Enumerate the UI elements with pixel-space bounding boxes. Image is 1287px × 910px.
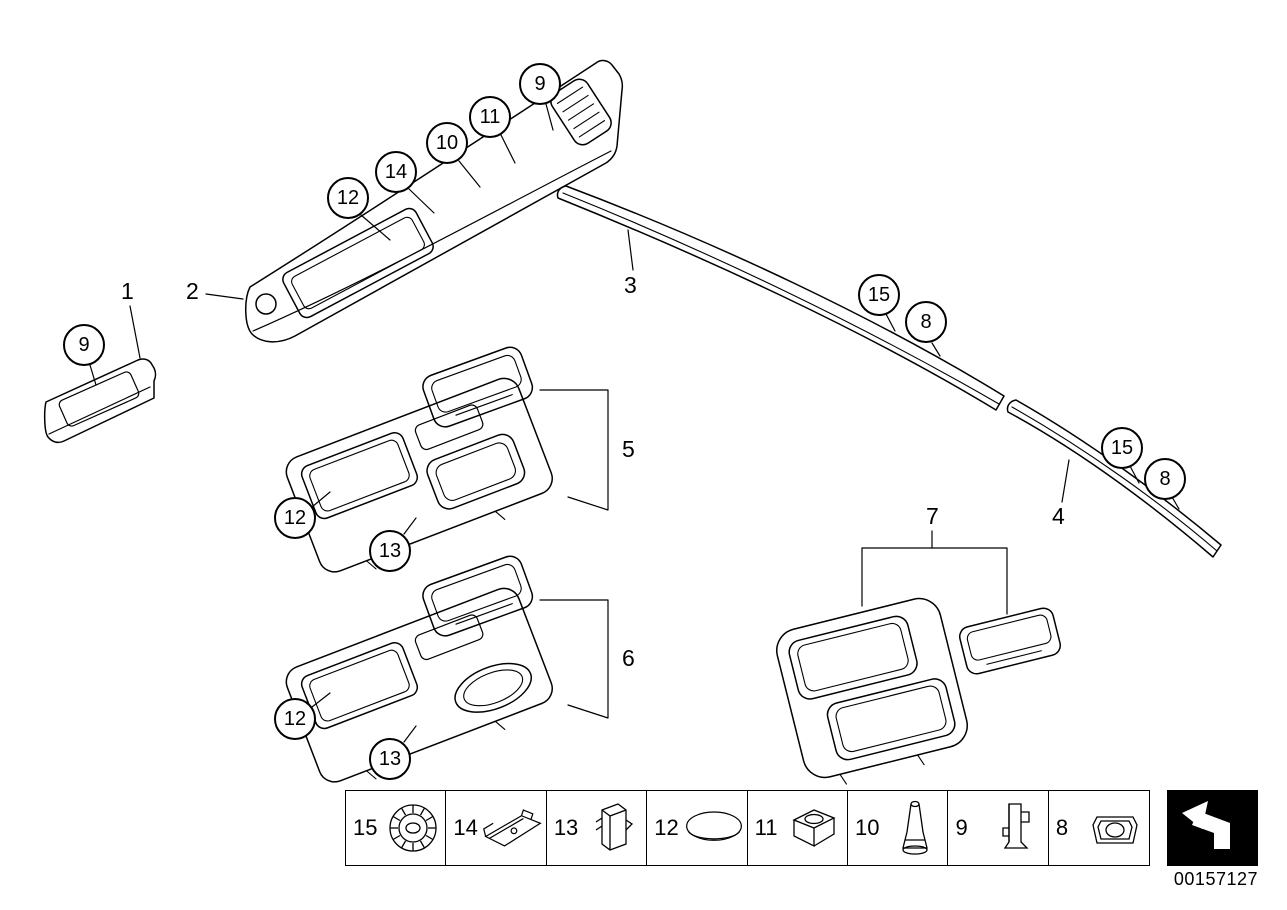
- callout-10-dashboard[interactable]: 10: [426, 122, 468, 164]
- callout-12-console-5[interactable]: 12: [274, 497, 316, 539]
- callout-number: 13: [378, 747, 402, 770]
- bracket-part-7: [861, 530, 1008, 615]
- callout-number: 13: [378, 539, 402, 562]
- callout-8-strip-3[interactable]: 8: [905, 301, 947, 343]
- part-7-lid-drawing: [958, 607, 1062, 675]
- part-label-5[interactable]: 5: [622, 436, 635, 462]
- bracket-part-6: [539, 599, 609, 719]
- callout-9-dashboard[interactable]: 9: [519, 63, 561, 105]
- callout-number: 15: [867, 283, 891, 306]
- part-3-strip-drawing: [556, 185, 1005, 411]
- part-4-strip-drawing: [1006, 399, 1222, 558]
- legend-number: 10: [855, 815, 880, 840]
- callout-number: 15: [1110, 436, 1134, 459]
- nav-arrow-button[interactable]: [1167, 790, 1258, 866]
- legend-item-14[interactable]: 14: [445, 790, 548, 866]
- callout-15-strip-3[interactable]: 15: [858, 274, 900, 316]
- callout-number: 8: [920, 310, 932, 333]
- legend-number: 14: [453, 815, 478, 840]
- bracket-part-5: [539, 389, 609, 511]
- callout-number: 12: [283, 707, 307, 730]
- part-label-7[interactable]: 7: [926, 503, 939, 529]
- part-5-panel-drawing: [285, 377, 553, 573]
- callout-8-strip-4[interactable]: 8: [1144, 458, 1186, 500]
- cage-nut-icon: [781, 802, 848, 854]
- part-label-1[interactable]: 1: [121, 278, 134, 304]
- callout-12-console-6[interactable]: 12: [274, 698, 316, 740]
- legend-number: 15: [353, 815, 378, 840]
- callout-number: 10: [435, 131, 459, 154]
- callout-13-console-6[interactable]: 13: [369, 738, 411, 780]
- callout-number: 14: [384, 160, 408, 183]
- legend-number: 8: [1055, 815, 1069, 840]
- legend-item-8[interactable]: 8: [1047, 790, 1150, 866]
- mounting-bracket-icon: [479, 803, 546, 853]
- legend-item-13[interactable]: 13: [545, 790, 648, 866]
- callout-9-left-trim[interactable]: 9: [63, 324, 105, 366]
- cone-pin-icon: [881, 798, 948, 858]
- legend-number: 13: [553, 815, 579, 840]
- part-1-trim-drawing: [43, 358, 157, 444]
- legend-item-12[interactable]: 12: [646, 790, 749, 866]
- part-label-3[interactable]: 3: [624, 272, 637, 298]
- round-grommet-icon: [379, 799, 446, 857]
- callout-number: 12: [283, 506, 307, 529]
- legend-number: 11: [754, 815, 778, 840]
- part-label-2[interactable]: 2: [186, 278, 199, 304]
- callout-leader-lines: [89, 103, 1180, 743]
- legend-number: 12: [654, 815, 679, 840]
- callout-15-strip-4[interactable]: 15: [1101, 427, 1143, 469]
- callout-14-dashboard[interactable]: 14: [375, 151, 417, 193]
- fastener-legend: 15 14: [345, 790, 1150, 866]
- legend-number: 9: [955, 815, 968, 840]
- legend-item-11[interactable]: 11: [746, 790, 849, 866]
- part-label-4[interactable]: 4: [1052, 503, 1065, 529]
- part-5-lid-drawing: [422, 346, 534, 428]
- callout-number: 8: [1159, 467, 1171, 490]
- callout-number: 9: [534, 72, 546, 95]
- legend-item-10[interactable]: 10: [847, 790, 950, 866]
- callout-number: 9: [78, 333, 90, 356]
- part-7-panel-drawing: [776, 597, 968, 785]
- callout-12-dashboard[interactable]: 12: [327, 177, 369, 219]
- part-6-lid-drawing: [422, 555, 534, 637]
- callout-number: 11: [479, 105, 501, 128]
- part-label-6[interactable]: 6: [622, 645, 635, 671]
- flat-clip-icon: [981, 798, 1048, 858]
- legend-item-9[interactable]: 9: [947, 790, 1050, 866]
- callout-number: 12: [336, 186, 360, 209]
- oval-cap-icon: [680, 806, 747, 850]
- doc-number: 00157127: [1173, 869, 1258, 889]
- callout-11-dashboard[interactable]: 11: [469, 96, 511, 138]
- return-arrow-icon: [1180, 799, 1246, 858]
- legend-item-15[interactable]: 15: [345, 790, 447, 866]
- spring-clip-icon: [580, 800, 647, 856]
- part-6-panel-drawing: [285, 587, 553, 783]
- expanding-rivet-icon: [1082, 803, 1149, 853]
- callout-13-console-5[interactable]: 13: [369, 530, 411, 572]
